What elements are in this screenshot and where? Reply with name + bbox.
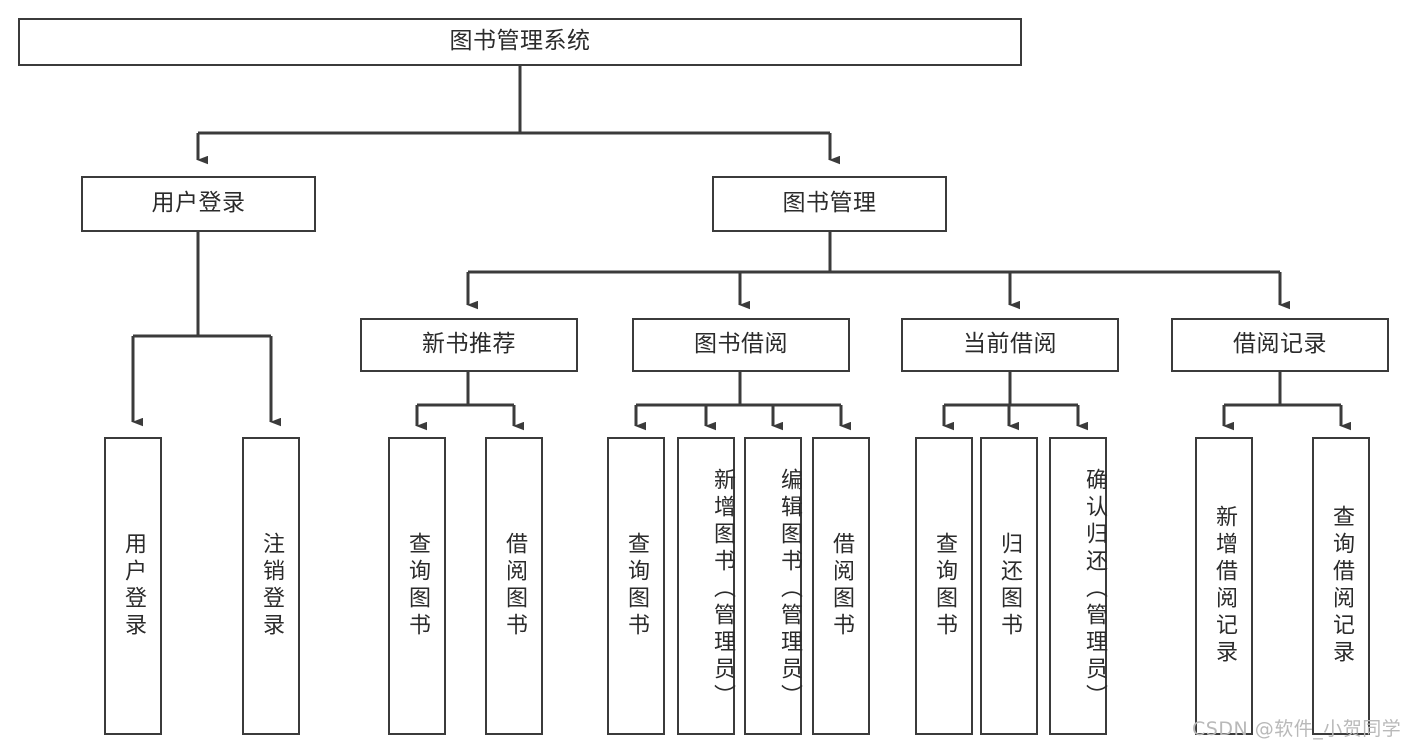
node-label: 图书管理 xyxy=(782,190,877,217)
leaf-query-book-borrow[interactable]: 查询图书 xyxy=(607,437,665,735)
leaf-return-book[interactable]: 归还图书 xyxy=(980,437,1038,735)
node-label: 借阅图书 xyxy=(829,532,854,640)
csdn-watermark: CSDN @软件_小贺同学 xyxy=(1192,718,1402,740)
node-label: 新书推荐 xyxy=(422,331,516,358)
node-label: 查询图书 xyxy=(405,532,430,640)
node-label: 注销登录 xyxy=(259,532,284,640)
leaf-logout[interactable]: 注销登录 xyxy=(242,437,300,735)
leaf-add-borrow-record[interactable]: 新增借阅记录 xyxy=(1195,437,1253,735)
node-label: 借阅记录 xyxy=(1233,331,1327,358)
node-new-book-recommend[interactable]: 新书推荐 xyxy=(360,318,578,372)
leaf-query-book-current[interactable]: 查询图书 xyxy=(915,437,973,735)
node-borrow-record[interactable]: 借阅记录 xyxy=(1171,318,1389,372)
node-label: 编辑图书（管理员） xyxy=(777,467,802,711)
node-label: 新增图书（管理员） xyxy=(710,467,735,711)
node-book-borrow[interactable]: 图书借阅 xyxy=(632,318,850,372)
leaf-borrow-book-recommend[interactable]: 借阅图书 xyxy=(485,437,543,735)
node-label: 用户登录 xyxy=(151,190,246,217)
node-label: 查询图书 xyxy=(624,532,649,640)
node-label: 确认归还（管理员） xyxy=(1082,467,1107,711)
node-label: 用户登录 xyxy=(121,532,146,640)
node-label: 图书借阅 xyxy=(694,331,788,358)
leaf-confirm-return-admin[interactable]: 确认归还（管理员） xyxy=(1049,437,1107,735)
leaf-user-login[interactable]: 用户登录 xyxy=(104,437,162,735)
node-label: 归还图书 xyxy=(997,532,1022,640)
node-book-management[interactable]: 图书管理 xyxy=(712,176,947,232)
leaf-add-book-admin[interactable]: 新增图书（管理员） xyxy=(677,437,735,735)
node-label: 图书管理系统 xyxy=(449,28,591,55)
node-current-borrow[interactable]: 当前借阅 xyxy=(901,318,1119,372)
node-label: 查询图书 xyxy=(932,532,957,640)
node-label: 新增借阅记录 xyxy=(1212,505,1237,667)
leaf-query-borrow-record[interactable]: 查询借阅记录 xyxy=(1312,437,1370,735)
leaf-borrow-book[interactable]: 借阅图书 xyxy=(812,437,870,735)
node-label: 借阅图书 xyxy=(502,532,527,640)
leaf-edit-book-admin[interactable]: 编辑图书（管理员） xyxy=(744,437,802,735)
leaf-query-book-recommend[interactable]: 查询图书 xyxy=(388,437,446,735)
node-label: 当前借阅 xyxy=(963,331,1057,358)
node-root-book-management-system[interactable]: 图书管理系统 xyxy=(18,18,1022,66)
node-label: 查询借阅记录 xyxy=(1329,505,1354,667)
node-user-login[interactable]: 用户登录 xyxy=(81,176,316,232)
